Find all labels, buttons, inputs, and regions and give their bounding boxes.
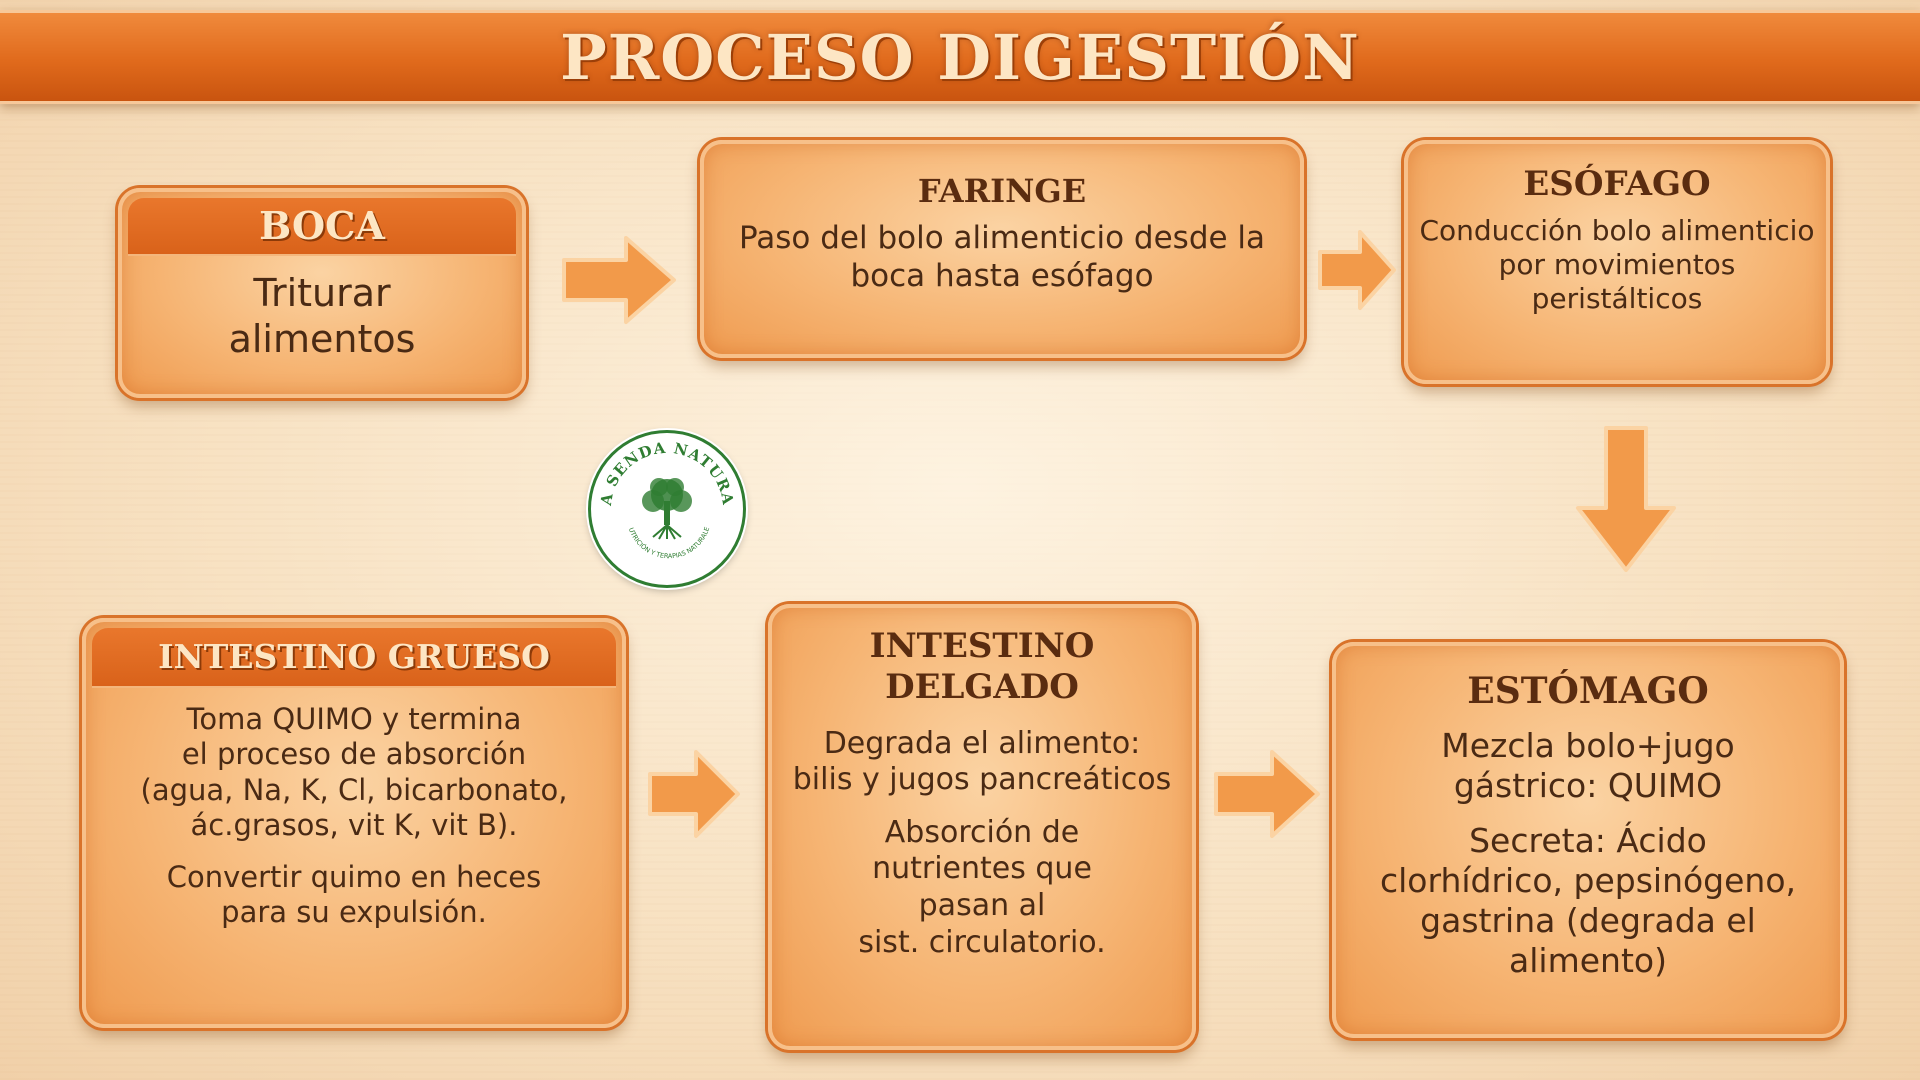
- stage-intestino-grueso: INTESTINO GRUESO Toma QUIMO y termina el…: [82, 618, 626, 1028]
- tree-icon: LA SENDA NATURAL NUTRICIÓN Y TERAPIAS NA…: [585, 419, 736, 560]
- stage-delgado-line: nutrientes que: [872, 851, 1092, 887]
- stage-esofago-desc: Conducción bolo alimenticio por movimien…: [1408, 214, 1826, 316]
- stage-grueso-title: INTESTINO GRUESO: [92, 628, 616, 688]
- arrow-faringe-to-esofago: [1318, 230, 1396, 310]
- stage-delgado-title: INTESTINO DELGADO: [772, 626, 1192, 708]
- stage-estomago-desc: Mezcla bolo+jugo gástrico: QUIMO Secreta…: [1336, 726, 1840, 982]
- page-title: PROCESO DIGESTIÓN: [560, 20, 1360, 94]
- arrow-esofago-to-estomago: [1576, 426, 1676, 572]
- stage-estomago-line: gastrina (degrada el: [1420, 901, 1756, 940]
- stage-delgado-line: pasan al: [918, 887, 1046, 923]
- stage-faringe-line: Paso del bolo alimenticio desde la: [738, 220, 1266, 256]
- stage-grueso-line: para su expulsión.: [221, 894, 487, 929]
- stage-boca: BOCA Triturar alimentos: [118, 188, 526, 398]
- stage-grueso-line: Toma QUIMO y termina: [186, 702, 522, 736]
- stage-esofago-title: ESÓFAGO: [1523, 164, 1711, 204]
- stage-delgado-title-line: DELGADO: [885, 666, 1079, 707]
- stage-estomago-line: clorhídrico, pepsinógeno,: [1379, 860, 1797, 900]
- stage-esofago: ESÓFAGO Conducción bolo alimenticio por …: [1404, 140, 1830, 384]
- stage-faringe: FARINGE Paso del bolo alimenticio desde …: [700, 140, 1304, 358]
- arrow-estomago-to-delgado: [1214, 750, 1320, 838]
- stage-delgado-title-line: INTESTINO: [869, 626, 1095, 666]
- stage-estomago: ESTÓMAGO Mezcla bolo+jugo gástrico: QUIM…: [1332, 642, 1844, 1038]
- stage-grueso-desc: Toma QUIMO y termina el proceso de absor…: [86, 702, 622, 930]
- stage-grueso-line: ác.grasos, vit K, vit B).: [190, 808, 518, 843]
- stage-boca-line: alimentos: [228, 317, 416, 362]
- stage-delgado-line: bilis y jugos pancreáticos: [792, 762, 1172, 798]
- stage-delgado-line: Absorción de: [884, 814, 1080, 850]
- arrow-delgado-to-grueso: [648, 750, 740, 838]
- arrow-boca-to-faringe: [562, 236, 676, 324]
- stage-estomago-line: Mezcla bolo+jugo: [1441, 726, 1735, 765]
- stage-boca-title: BOCA: [128, 198, 516, 256]
- stage-grueso-line: Convertir quimo en heces: [166, 859, 542, 894]
- stage-estomago-line: alimento): [1509, 941, 1667, 981]
- stage-delgado-desc: Degrada el alimento: bilis y jugos pancr…: [772, 726, 1192, 962]
- stage-esofago-line: por movimientos: [1498, 248, 1736, 282]
- title-banner: PROCESO DIGESTIÓN: [0, 10, 1920, 104]
- stage-grueso-line: (agua, Na, K, Cl, bicarbonato,: [140, 772, 568, 807]
- stage-esofago-line: peristálticos: [1531, 282, 1703, 316]
- stage-intestino-delgado: INTESTINO DELGADO Degrada el alimento: b…: [768, 604, 1196, 1050]
- stage-grueso-line: el proceso de absorción: [181, 737, 527, 772]
- stage-delgado-line: sist. circulatorio.: [858, 924, 1106, 960]
- stage-faringe-title: FARINGE: [917, 172, 1087, 210]
- stage-boca-line: Triturar: [253, 271, 391, 315]
- brand-logo: LA SENDA NATURAL NUTRICIÓN Y TERAPIAS NA…: [585, 419, 746, 588]
- stage-estomago-line: gástrico: QUIMO: [1453, 766, 1723, 806]
- stage-faringe-desc: Paso del bolo alimenticio desde la boca …: [704, 220, 1300, 296]
- stage-esofago-line: Conducción bolo alimenticio: [1419, 214, 1815, 247]
- stage-estomago-line: Secreta: Ácido: [1469, 820, 1707, 860]
- stage-delgado-line: Degrada el alimento:: [823, 725, 1141, 761]
- stage-estomago-title: ESTÓMAGO: [1467, 670, 1709, 712]
- stage-boca-desc: Triturar alimentos: [122, 270, 522, 363]
- stage-faringe-line: boca hasta esófago: [850, 257, 1154, 294]
